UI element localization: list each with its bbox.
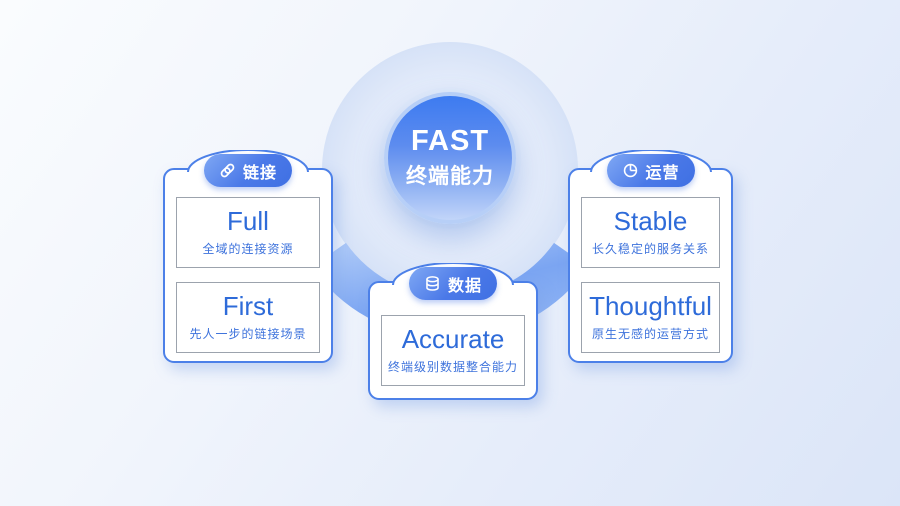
feature-item-accurate: Accurate 终端级别数据整合能力 (381, 315, 525, 386)
data-badge: 数据 (408, 267, 498, 300)
feature-title: First (222, 291, 274, 322)
feature-title: Stable (613, 206, 688, 237)
feature-desc: 原生无感的运营方式 (591, 326, 709, 341)
feature-desc: 先人一步的链接场景 (189, 326, 307, 341)
fast-capability-circle: FAST 终端能力 (384, 92, 516, 224)
fast-subtitle: 终端能力 (406, 165, 494, 189)
feature-item-full: Full 全域的连接资源 (176, 197, 320, 268)
link-icon (219, 162, 236, 179)
feature-title: Full (227, 206, 269, 237)
feature-item-stable: Stable 长久稳定的服务关系 (581, 197, 720, 268)
operation-badge-label: 运营 (645, 164, 680, 182)
data-badge-label: 数据 (447, 277, 483, 295)
operation-card: 运营 Stable 长久稳定的服务关系 Thoughtful 原生无感的运营方式 (568, 150, 733, 363)
data-card: 数据 Accurate 终端级别数据整合能力 (368, 263, 538, 400)
feature-desc: 终端级别数据整合能力 (387, 359, 518, 374)
pie-chart-icon (621, 162, 638, 179)
feature-item-thoughtful: Thoughtful 原生无感的运营方式 (581, 282, 720, 353)
operation-badge: 运营 (606, 154, 695, 187)
feature-title: Accurate (401, 324, 505, 355)
feature-desc: 长久稳定的服务关系 (591, 241, 709, 256)
feature-item-first: First 先人一步的链接场景 (176, 282, 320, 353)
database-icon (424, 275, 441, 292)
feature-title: Thoughtful (589, 291, 712, 322)
link-badge: 链接 (203, 154, 293, 187)
fast-title: FAST (410, 124, 490, 157)
feature-desc: 全域的连接资源 (202, 241, 294, 256)
link-badge-label: 链接 (242, 164, 278, 182)
link-card: 链接 Full 全域的连接资源 First 先人一步的链接场景 (163, 150, 333, 363)
